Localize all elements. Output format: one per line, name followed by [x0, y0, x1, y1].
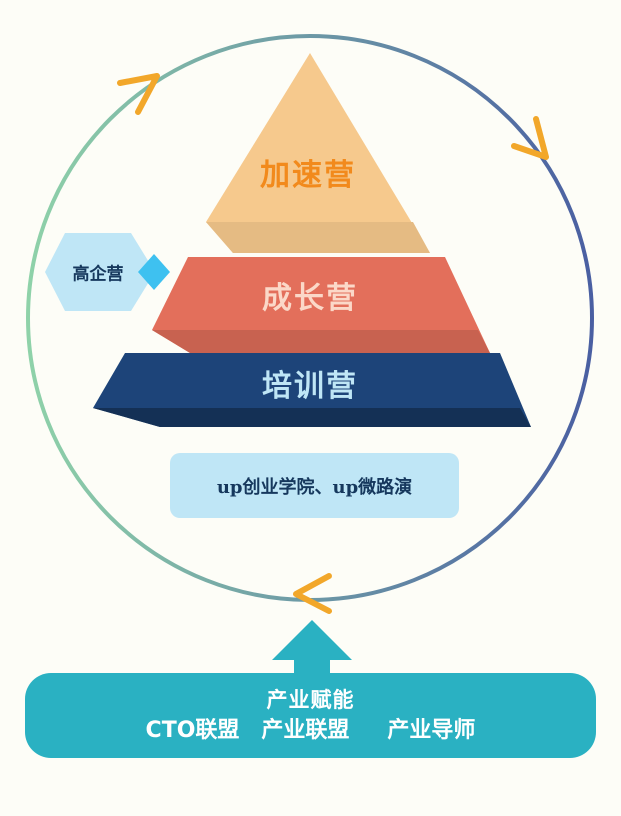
- base-item-cto-alliance: CTO联盟: [145, 717, 240, 743]
- side-tag-hexagon: [45, 233, 155, 311]
- up-arrow-icon: [272, 620, 352, 676]
- pyramid-tier-training-shadow: [93, 408, 531, 427]
- tier-training-label: 培训营: [262, 369, 358, 404]
- base-panel: 产业赋能 CTO联盟 产业联盟 产业导师: [25, 673, 596, 758]
- base-title: 产业赋能: [266, 687, 355, 712]
- foundation-box: up创业学院、up微路演: [170, 453, 459, 518]
- cycle-arrow-top-left-icon: [117, 73, 160, 115]
- base-items: CTO联盟 产业联盟 产业导师: [146, 715, 476, 747]
- base-item-industry-alliance: 产业联盟: [261, 717, 350, 743]
- pyramid-tier-growth-shadow: [152, 330, 490, 353]
- cycle-arrow-right-icon: [511, 116, 549, 160]
- pyramid-tier-accelerator: [206, 53, 430, 253]
- foundation-label: up创业学院、up微路演: [216, 476, 413, 498]
- pyramid-tier-accelerator-shadow: [206, 222, 430, 253]
- base-item-industry-mentor: 产业导师: [387, 717, 476, 743]
- cycle-arrow-bottom-icon: [293, 573, 332, 614]
- pyramid-tier-growth: [152, 257, 490, 353]
- tier-accelerator-label: 加速营: [260, 158, 356, 193]
- side-tag-label: 高企营: [72, 264, 124, 285]
- diamond-icon: [138, 254, 170, 290]
- tier-growth-label: 成长营: [262, 281, 358, 316]
